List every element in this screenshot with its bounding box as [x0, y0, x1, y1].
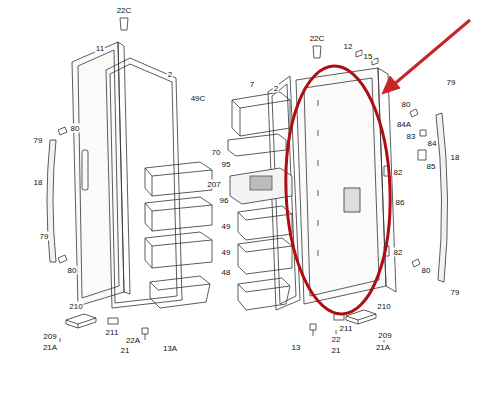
- callout-number: 211: [339, 324, 354, 333]
- callout-number: 209: [377, 331, 392, 340]
- left-bins: [145, 162, 212, 308]
- left-gasket: [106, 58, 182, 308]
- callout-number: 85: [426, 162, 437, 171]
- callout-number: 210: [68, 302, 83, 311]
- callout-number: 22: [331, 335, 342, 344]
- callout-number: 95: [221, 160, 232, 169]
- callout-number: 86: [395, 198, 406, 207]
- callout-number: 22C: [116, 6, 133, 15]
- callout-number: 2: [167, 70, 173, 79]
- callout-number: 15: [363, 52, 374, 61]
- callout-number: 211: [105, 328, 120, 337]
- callout-number: 79: [33, 136, 44, 145]
- callout-number: 21A: [42, 343, 58, 352]
- callout-number: 84: [427, 139, 438, 148]
- callout-number: 49: [221, 248, 232, 257]
- callout-number: 12: [343, 42, 354, 51]
- callout-number: 82: [393, 248, 404, 257]
- callout-number: 96: [219, 196, 230, 205]
- left-door: [72, 42, 130, 306]
- callout-number: 21A: [375, 343, 391, 352]
- callout-number: 79: [446, 78, 457, 87]
- callout-number: 2: [273, 84, 279, 93]
- callout-number: 21: [331, 346, 342, 355]
- callout-number: 209: [42, 332, 57, 341]
- right-hinge-parts: [310, 310, 384, 344]
- callout-number: 13: [291, 343, 302, 352]
- callout-number: 18: [33, 178, 44, 187]
- callout-number: 21: [120, 346, 131, 355]
- callout-number: 49: [221, 222, 232, 231]
- callout-number: 22A: [125, 336, 141, 345]
- callout-number: 82: [393, 168, 404, 177]
- callout-number: 18: [450, 153, 461, 162]
- left-handle: [47, 127, 67, 263]
- callout-number: 80: [401, 100, 412, 109]
- callout-number: 13A: [162, 344, 178, 353]
- callout-number: 210: [376, 302, 391, 311]
- callout-number: 70: [211, 148, 222, 157]
- callout-number: 79: [39, 232, 50, 241]
- callout-number: 83: [406, 132, 417, 141]
- callout-number: 22C: [309, 34, 326, 43]
- highlight-ellipse: [282, 64, 395, 315]
- callout-number: 11: [95, 44, 105, 53]
- callout-number: 7: [249, 80, 255, 89]
- right-bins: [228, 92, 292, 310]
- callout-number: 48: [221, 268, 232, 277]
- cap-parts: [120, 18, 321, 58]
- callout-number: 207: [206, 180, 221, 189]
- callout-number: 49C: [190, 94, 207, 103]
- callout-number: 80: [70, 124, 81, 133]
- callout-number: 84A: [396, 120, 412, 129]
- highlight-arrow: [382, 20, 470, 94]
- callout-number: 79: [450, 288, 461, 297]
- callout-number: 80: [67, 266, 78, 275]
- callout-number: 80: [421, 266, 432, 275]
